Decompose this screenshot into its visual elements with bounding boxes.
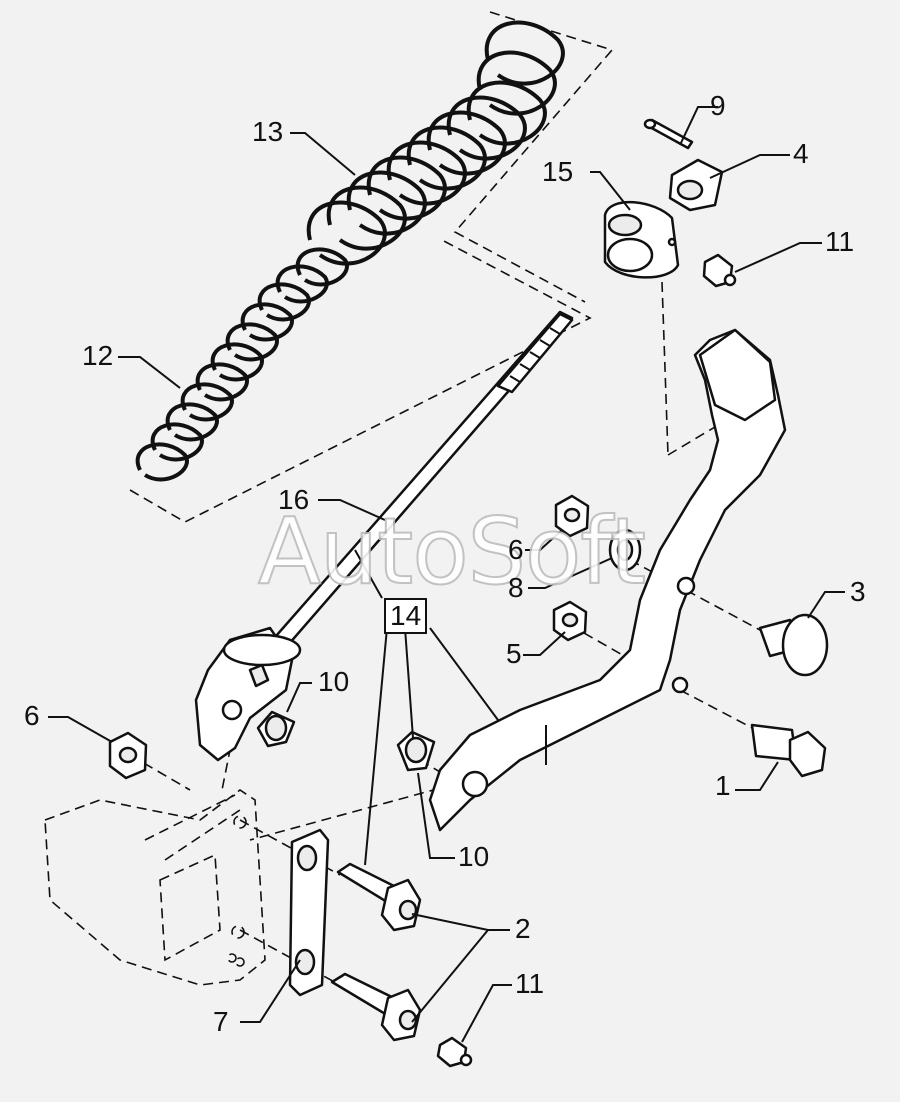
- callout-14: 14: [384, 598, 428, 634]
- washer-8: [608, 528, 642, 572]
- callout-8: 8: [508, 572, 524, 603]
- bolt-2-lower: [330, 972, 422, 1042]
- grease-nipple-lower: [436, 1036, 473, 1068]
- spring-seat: [603, 200, 680, 279]
- tie-rod: [194, 310, 574, 762]
- watermark-text: AutoSoft: [257, 497, 647, 606]
- spring-large: [306, 20, 565, 266]
- callout-10-upper: 10: [318, 666, 350, 697]
- callout-6-lower: 6: [24, 700, 40, 731]
- bushing-10-lower: [396, 730, 436, 772]
- callout-15: 15: [542, 156, 574, 187]
- strap-plate: [288, 828, 330, 997]
- callout-6-upper: 6: [508, 534, 524, 565]
- bolt-2-upper: [336, 862, 422, 932]
- callout-11-upper: 11: [825, 226, 855, 257]
- nut-6-upper: [554, 494, 590, 538]
- mounting-block: [44, 789, 266, 986]
- callout-4: 4: [793, 138, 809, 169]
- callout-7: 7: [213, 1006, 229, 1037]
- callout-1: 1: [715, 770, 731, 801]
- nut-5: [552, 600, 588, 642]
- leader-lines: [48, 106, 845, 1043]
- spring-small: [135, 247, 349, 482]
- callout-10-lower: 10: [458, 841, 490, 872]
- bolt-1: [750, 723, 827, 778]
- callout-13: 13: [252, 116, 284, 147]
- bushing-10-upper: [256, 710, 296, 748]
- pivot-pin: [758, 613, 829, 677]
- lever-arm: [428, 328, 787, 832]
- callout-12: 12: [82, 340, 114, 371]
- callout-5: 5: [506, 638, 522, 669]
- castle-nut: [668, 158, 724, 212]
- callout-11-lower: 11: [515, 968, 545, 999]
- callout-3: 3: [850, 576, 866, 607]
- callout-9: 9: [710, 90, 726, 121]
- callout-2: 2: [515, 913, 531, 944]
- callout-16: 16: [278, 484, 310, 515]
- nut-6-lower: [108, 731, 148, 780]
- grease-nipple-upper: [702, 253, 737, 288]
